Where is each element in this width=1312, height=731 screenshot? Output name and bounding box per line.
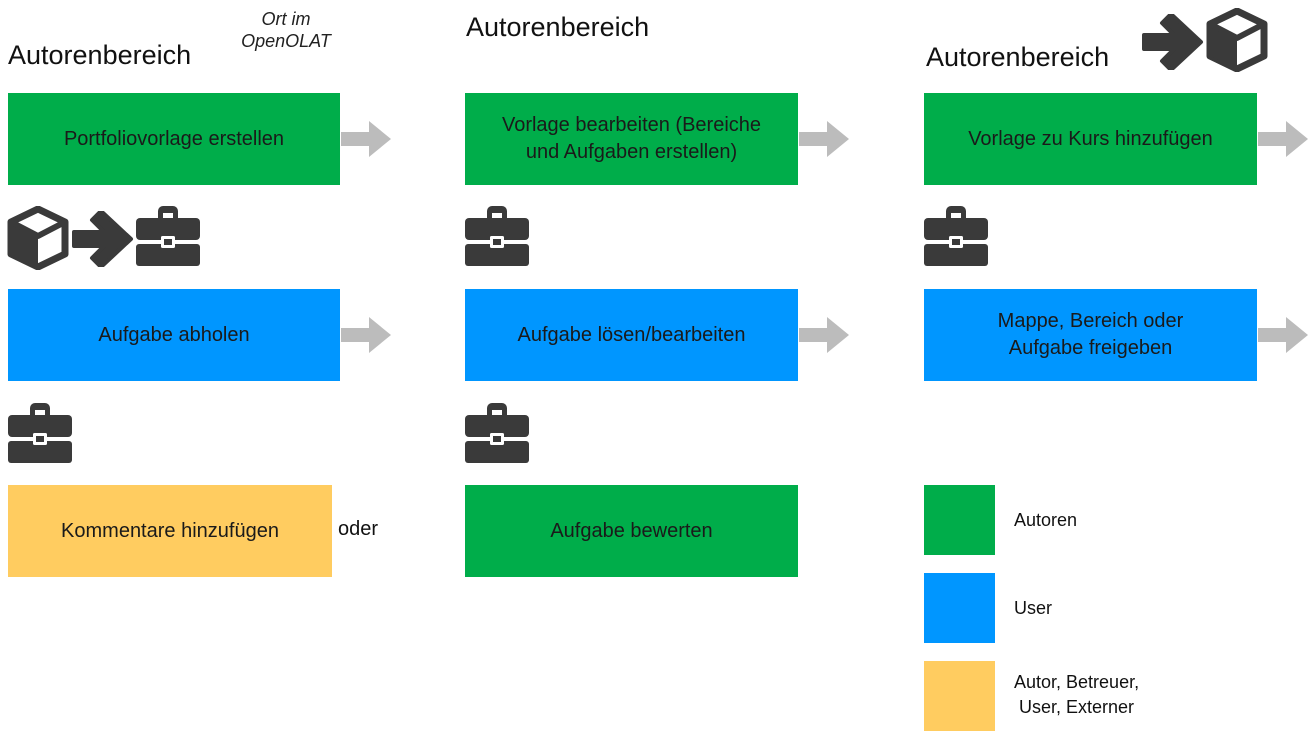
step-vorlage-bearbeiten: Vorlage bearbeiten (Bereiche und Aufgabe… [465, 93, 798, 185]
gray-arrow-icon [1258, 121, 1308, 157]
step-label: Aufgabe lösen/bearbeiten [517, 323, 746, 346]
location-note-line2: OpenOLAT [241, 31, 331, 51]
step-label: Aufgabe bewerten [550, 519, 713, 542]
legend-label-line2: User, Externer [1019, 697, 1135, 717]
briefcase-icon [465, 403, 529, 463]
step-aufgabe-abholen: Aufgabe abholen [8, 289, 340, 381]
step-label: Aufgabe abholen [98, 323, 250, 346]
legend-label-mixed: Autor, Betreuer, User, Externer [1014, 670, 1139, 720]
step-label: Mappe, Bereich oder Aufgabe freigeben [998, 308, 1184, 362]
location-note: Ort im OpenOLAT [226, 8, 346, 52]
gray-arrow-icon [799, 121, 849, 157]
step-vorlage-zu-kurs-hinzufuegen: Vorlage zu Kurs hinzufügen [924, 93, 1257, 185]
cube-icon [1206, 8, 1268, 72]
gray-arrow-icon [799, 317, 849, 353]
column-header-3: Autorenbereich [926, 42, 1110, 72]
legend-label-autoren: Autoren [1014, 510, 1078, 530]
cube-icon [7, 206, 69, 270]
column-header-2: Autorenbereich [466, 12, 650, 42]
legend-label-line1: Autor, Betreuer, [1014, 672, 1140, 692]
briefcase-icon [465, 206, 529, 266]
briefcase-icon [8, 403, 72, 463]
step-label: Vorlage zu Kurs hinzufügen [968, 127, 1213, 150]
right-arrow-icon [70, 211, 134, 267]
step-label: Portfoliovorlage erstellen [63, 127, 285, 150]
oder-label: oder [338, 518, 379, 540]
legend-swatch-green [924, 485, 995, 555]
right-arrow-icon [1140, 14, 1204, 70]
briefcase-icon [924, 206, 988, 266]
step-aufgabe-loesen: Aufgabe lösen/bearbeiten [465, 289, 798, 381]
step-label: Kommentare hinzufügen [61, 519, 279, 542]
location-note-line1: Ort im [261, 9, 311, 29]
step-label: Vorlage bearbeiten (Bereiche und Aufgabe… [502, 112, 761, 166]
step-label-line1: Mappe, Bereich oder [997, 310, 1184, 332]
step-label-line2: und Aufgaben erstellen) [525, 141, 738, 163]
step-label-line2: Aufgabe freigeben [1008, 337, 1173, 359]
legend-label-user: User [1014, 598, 1053, 618]
gray-arrow-icon [341, 317, 391, 353]
gray-arrow-icon [341, 121, 391, 157]
step-label-line1: Vorlage bearbeiten (Bereiche [501, 114, 762, 136]
step-kommentare-hinzufuegen: Kommentare hinzufügen [8, 485, 332, 577]
legend-swatch-blue [924, 573, 995, 643]
step-aufgabe-bewerten: Aufgabe bewerten [465, 485, 798, 577]
step-portfoliovorlage-erstellen: Portfoliovorlage erstellen [8, 93, 340, 185]
briefcase-icon [136, 206, 200, 266]
step-aufgabe-freigeben: Mappe, Bereich oder Aufgabe freigeben [924, 289, 1257, 381]
legend-swatch-yellow [924, 661, 995, 731]
gray-arrow-icon [1258, 317, 1308, 353]
column-header-1: Autorenbereich [8, 40, 192, 70]
